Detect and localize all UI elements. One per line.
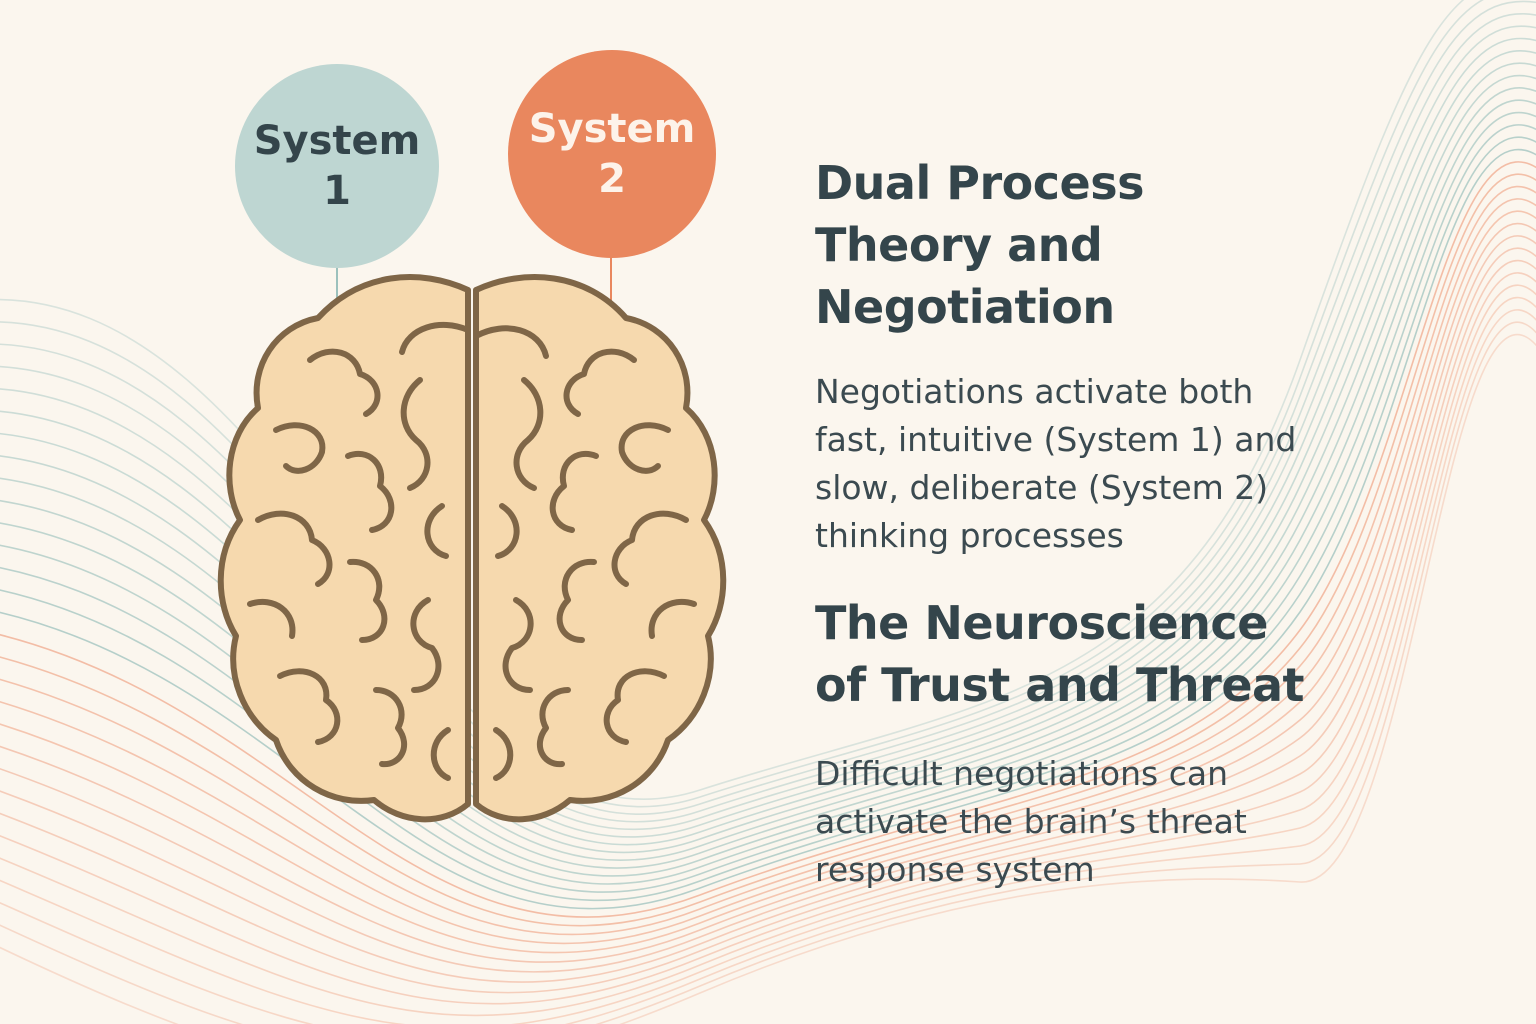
system-2-label-line1: System: [528, 106, 696, 152]
section-2-body: Difficult negotiations can activate the …: [815, 750, 1375, 894]
system-2-bubble: System 2: [508, 50, 716, 258]
system-1-label-line2: 1: [323, 168, 351, 214]
section-2-body-line: activate the brain’s threat: [815, 802, 1247, 841]
wave-line: [0, 161, 1536, 918]
wave-line: [0, 210, 1536, 954]
section-1-body-line: slow, deliberate (System 2): [815, 468, 1269, 507]
section-1-title-line: Dual Process: [815, 156, 1144, 210]
section-1-body-line: fast, intuitive (System 1) and: [815, 420, 1297, 459]
wave-line: [0, 321, 1536, 1024]
system-1-connector: [336, 266, 338, 314]
system-2-connector: [610, 256, 612, 340]
wave-line: [0, 284, 1536, 1017]
section-2-title: The Neuroscience of Trust and Threat: [815, 592, 1375, 716]
system-2-label-line2: 2: [598, 156, 626, 202]
section-1-title: Dual Process Theory and Negotiation: [815, 152, 1375, 338]
section-1-body: Negotiations activate both fast, intuiti…: [815, 368, 1375, 560]
section-1-title-line: Theory and: [815, 218, 1103, 272]
section-2-title-line: of Trust and Threat: [815, 658, 1305, 712]
wave-line: [0, 235, 1536, 973]
wave-line: [0, 296, 1536, 1024]
wave-line: [0, 272, 1536, 1005]
system-1-bubble: System 1: [235, 64, 439, 268]
wave-line: [0, 185, 1536, 936]
wave-line: [0, 247, 1536, 983]
section-2-body-line: response system: [815, 850, 1095, 889]
section-1-title-line: Negotiation: [815, 280, 1115, 334]
wave-line: [0, 333, 1536, 1024]
wave-line: [0, 198, 1536, 945]
section-2-body-line: Difficult negotiations can: [815, 754, 1228, 793]
wave-line: [0, 222, 1536, 963]
section-1-body-line: Negotiations activate both: [815, 372, 1254, 411]
wave-line: [0, 309, 1536, 1024]
wave-line: [0, 173, 1536, 927]
section-1-body-line: thinking processes: [815, 516, 1124, 555]
wave-line: [0, 260, 1536, 994]
system-1-label-line1: System: [253, 118, 421, 164]
section-2-title-line: The Neuroscience: [815, 596, 1268, 650]
text-column: Dual Process Theory and Negotiation Nego…: [815, 152, 1375, 894]
